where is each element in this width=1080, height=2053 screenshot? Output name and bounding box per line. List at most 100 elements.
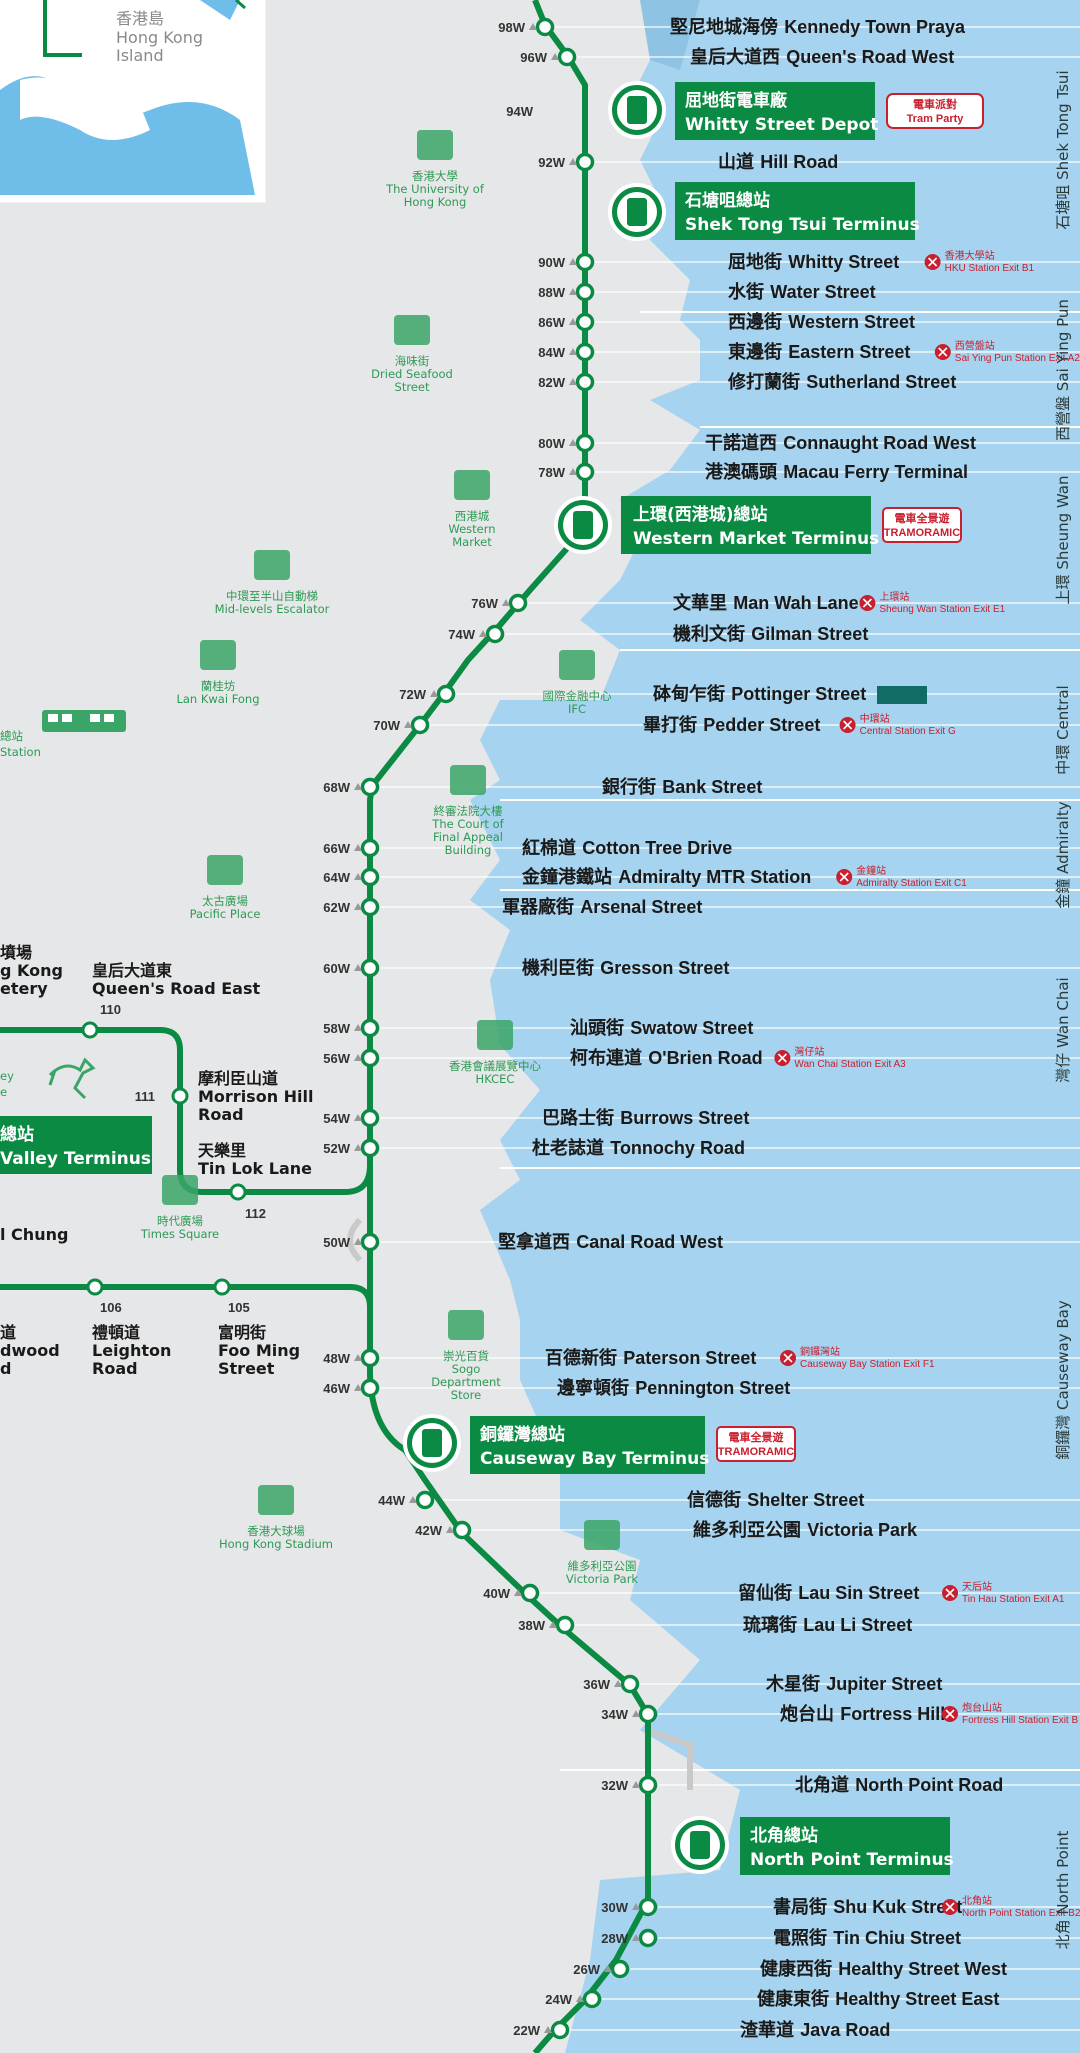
tramoramic-badge[interactable]: 電車全景遊 TRAMORAMIC [882,507,962,543]
district-label: 金鐘 Admiralty [1054,801,1072,908]
stop-name-zh: 木星街 [765,1673,826,1695]
stop-code: 92W [538,155,565,170]
stop-name-zh: 修打蘭街 [727,371,806,393]
stop-name: 東邊街 Eastern Street [728,341,910,363]
stop-dot [360,1138,380,1158]
stop-name-en: Canal Road West [576,1232,723,1252]
direction-arrow-icon [569,468,577,475]
stop-dot [638,1704,658,1724]
stop-name-zh: 炮台山 [780,1703,840,1725]
terminus-western-market[interactable]: 上環(西港城)總站 Western Market Terminus [554,496,879,554]
direction-arrow-icon [569,318,577,325]
tramoramic-badge[interactable]: 電車全景遊 TRAMORAMIC [716,1426,796,1462]
terminus-happy-valley[interactable]: 總站 Valley Terminus [0,1116,152,1174]
stop-code: 82W [538,375,565,390]
stop-name: 電照街 Tin Chiu Street [773,1927,961,1949]
stop-code: 24W [545,1992,572,2007]
mtr-exit-zh: 上環站 [879,590,909,603]
cemetery-zh: 墳場 [0,943,32,962]
stop-code: 36W [583,1677,610,1692]
stop-name-zh: 紅棉道 [522,837,582,859]
stop-code-111: 111 [135,1089,155,1104]
stop-name: 干諾道西 Connaught Road West [705,432,976,454]
stop-name: 百德新街 Paterson Street [545,1347,756,1369]
stop-name: 機利文街 Gilman Street [673,623,868,645]
terminus-whitty[interactable]: 屈地街電車廠 Whitty Street Depot 94W [506,81,878,140]
stop-name-en: O'Brien Road [648,1048,762,1068]
stop-code: 56W [323,1051,350,1066]
stop-name-zh: 水街 [728,281,770,303]
reclamation [640,0,700,70]
stop-name: 留仙街 Lau Sin Street [738,1582,919,1604]
stop-code: 88W [538,285,565,300]
stop-dot [610,1959,630,1979]
landmark-label: 香港大學 [412,169,458,183]
tram-party-badge[interactable]: 電車派對 Tram Party [886,93,984,129]
terminus-shek-tong-tsui[interactable]: 石塘咀總站 Shek Tong Tsui Terminus [608,182,920,241]
terminus-causeway-bay[interactable]: 銅鑼灣總站 Causeway Bay Terminus [403,1414,709,1474]
stop-code: 62W [323,900,350,915]
stop-name-en: Bank Street [662,777,762,797]
landmark-label: Building [445,843,492,857]
race-1: ey [0,1069,14,1083]
stop-name-en: Hill Road [760,152,838,172]
direction-arrow-icon [569,439,577,446]
stop-code-105: 105 [228,1300,250,1315]
stop-name: 金鐘港鐵站 Admiralty MTR Station [521,866,811,888]
tinlok-en: Tin Lok Lane [198,1159,312,1178]
stop-name: 西邊街 Western Street [728,311,915,333]
stop-dot [557,47,577,67]
terminus-north-point[interactable]: 北角總站 North Point Terminus [671,1816,954,1875]
convention-icon [477,1020,513,1050]
direction-arrow-icon [569,258,577,265]
direction-arrow-icon [632,1710,640,1717]
landmark-label: 太古廣場 [202,894,248,908]
stop-name: 砵甸乍街 Pottinger Street [653,683,866,705]
mtr-exit-en: Causeway Bay Station Exit F1 [800,1359,935,1370]
direction-arrow-icon [576,1995,584,2002]
